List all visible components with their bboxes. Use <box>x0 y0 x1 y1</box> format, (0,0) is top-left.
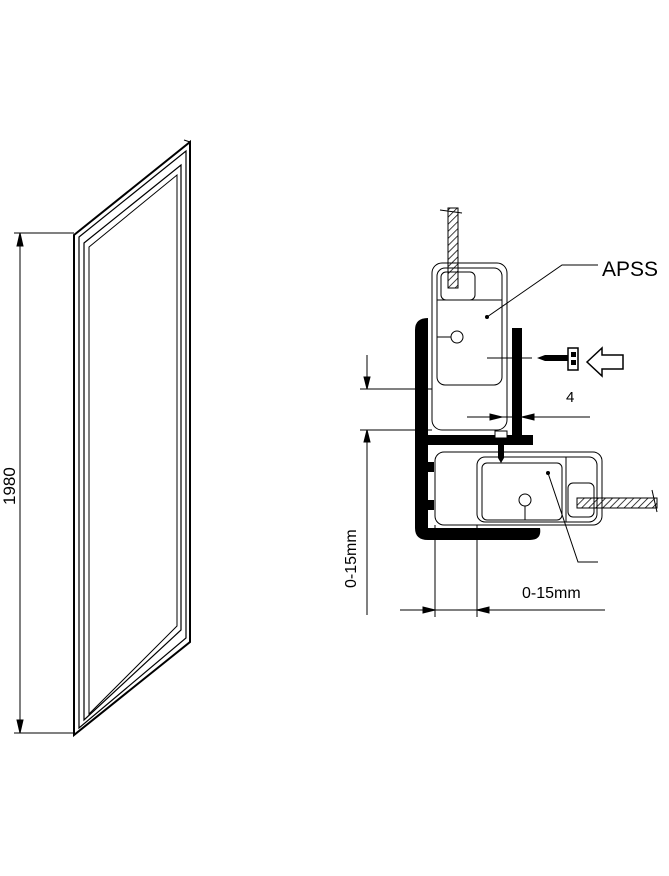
screw-dimension <box>467 413 590 421</box>
insert-arrow-icon <box>585 346 624 378</box>
screw-icon <box>537 347 579 371</box>
vertical-adjust-label: 0-15mm <box>343 529 360 588</box>
apss-leader <box>486 264 598 318</box>
mounting-screw <box>494 430 508 463</box>
shower-panel <box>73 139 191 738</box>
apss-label: APSS <box>602 258 658 281</box>
vertical-adjust-dimension <box>360 355 432 615</box>
apss-profile <box>431 262 508 431</box>
lower-glass <box>576 489 658 513</box>
upper-glass <box>439 207 463 289</box>
wall-profile <box>415 318 541 540</box>
height-dimension <box>14 232 74 734</box>
horizontal-adjust-label: 0-15mm <box>522 585 581 602</box>
horizontal-adjust-dimension <box>400 525 605 617</box>
lower-leader <box>547 472 598 563</box>
lower-profile <box>434 451 603 526</box>
height-label: 1980 <box>0 467 19 505</box>
screw-label: 4 <box>566 389 574 406</box>
